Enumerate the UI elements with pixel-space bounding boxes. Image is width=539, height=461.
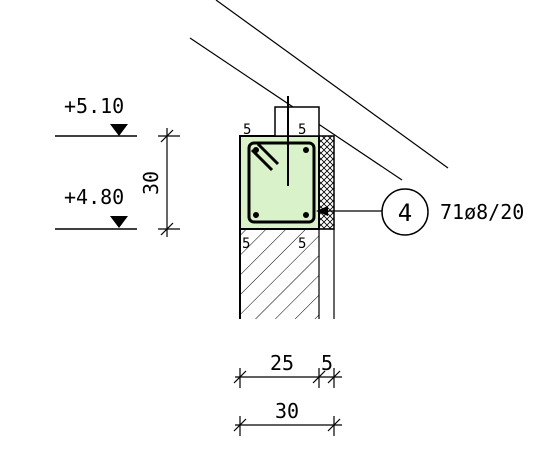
cover-label-bottom-right: 5: [298, 236, 306, 252]
level-triangle-bottom: [110, 216, 128, 228]
wall-section: [239, 228, 335, 319]
rebar-dot-top-right: [303, 147, 309, 153]
level-triangle-top: [110, 124, 128, 136]
rebar-leader: [316, 206, 382, 216]
rebar-mark-number: 4: [398, 199, 412, 227]
roof-line-upper: [215, 0, 449, 169]
rebar-dot-bottom-right: [303, 212, 309, 218]
top-block: [274, 106, 320, 137]
stirrup: [247, 141, 316, 224]
width-dimension-lower: [233, 416, 342, 436]
rebar-dot-bottom-left: [253, 212, 259, 218]
width-dimension-upper: [233, 368, 342, 388]
width-label-total: 30: [275, 399, 299, 423]
height-dimension: [158, 128, 180, 237]
level-marker-top: +5.10: [55, 94, 137, 137]
rebar-spec: 71ø8/20: [440, 200, 524, 224]
leader-arrow: [316, 206, 328, 216]
level-marker-bottom: +4.80: [55, 185, 137, 230]
cover-label-top-right: 5: [298, 122, 306, 138]
rebar-dots: [253, 147, 309, 218]
insulation-strip: [318, 135, 335, 230]
level-label-top: +5.10: [64, 94, 124, 118]
stirrup-hook: [250, 142, 280, 172]
level-label-bottom: +4.80: [64, 185, 124, 209]
rebar-mark-circle: [381, 188, 429, 236]
cover-label-top-left: 5: [243, 122, 251, 138]
cover-label-bottom-left: 5: [242, 236, 250, 252]
width-label-insulation: 5: [321, 351, 333, 375]
rebar-dot-top-left: [253, 147, 259, 153]
height-dimension-label: 30: [139, 171, 163, 195]
width-label-main: 25: [270, 351, 294, 375]
